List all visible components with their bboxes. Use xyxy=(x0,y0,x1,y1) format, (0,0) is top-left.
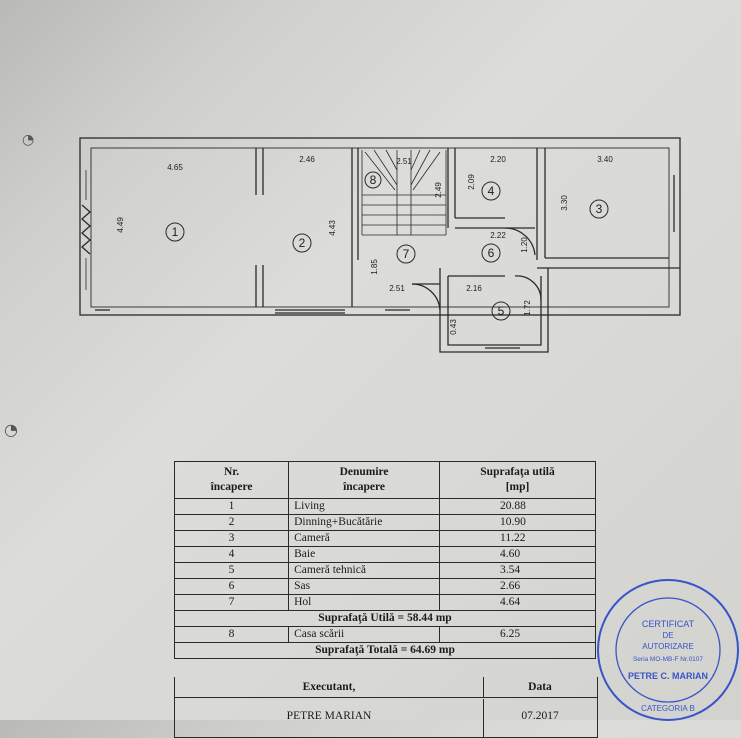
header-name: Denumire încapere xyxy=(288,461,441,499)
binder-hole-mark: ◔ xyxy=(22,132,35,148)
stamp-text: PETRE C. MARIAN xyxy=(628,671,708,681)
stamp-text: AUTORIZARE xyxy=(642,642,693,651)
room-number: 7 xyxy=(403,247,410,261)
stamp-text: Seria MO-MB-F Nr.0107 xyxy=(633,656,703,663)
header-area: Suprafaţa utilă [mp] xyxy=(439,461,596,499)
dimension-label: 2.22 xyxy=(490,231,506,240)
stamp-text: DE xyxy=(662,631,673,640)
floor-plan: 1 2 3 4 5 6 7 8 4.65 4.49 2.46 4.43 2.51… xyxy=(79,137,681,353)
dimension-label: 3.40 xyxy=(597,155,613,164)
date-value: 07.2017 xyxy=(521,710,559,722)
room-number: 2 xyxy=(299,236,306,250)
dimension-label: 0.43 xyxy=(449,319,458,335)
dimension-label: 2.51 xyxy=(389,284,405,293)
room-2-marker xyxy=(292,233,312,253)
room-number: 8 xyxy=(370,173,377,187)
binder-hole-mark: ◔ xyxy=(4,420,18,439)
room-number: 5 xyxy=(498,304,505,318)
authorization-stamp: CERTIFICAT DE AUTORIZARE Seria MO-MB-F N… xyxy=(597,579,739,721)
room-number: 6 xyxy=(488,246,495,260)
room-7-marker xyxy=(396,244,416,264)
room-8-marker xyxy=(364,171,382,189)
dimension-label: 1.72 xyxy=(523,300,532,316)
stamp-text: CERTIFICAT xyxy=(642,619,695,629)
dimension-label: 2.46 xyxy=(299,155,315,164)
stamp-text: CATEGORIA B xyxy=(641,704,695,713)
room-4-marker xyxy=(481,181,501,201)
dimension-label: 2.20 xyxy=(490,155,506,164)
dimension-label: 1.20 xyxy=(520,237,529,253)
dimension-label: 4.49 xyxy=(116,217,125,233)
dimension-label: 2.09 xyxy=(467,174,476,190)
header-nr: Nr. încapere xyxy=(173,461,290,499)
room-area-table: Nr. încapere Denumire încapere Suprafaţa… xyxy=(173,461,596,659)
room-5-marker xyxy=(491,301,511,321)
dimension-label: 1.85 xyxy=(370,259,379,275)
useful-area-total-row: Suprafaţă Utilă = 58.44 mp xyxy=(174,610,596,627)
room-3-marker xyxy=(589,199,609,219)
total-area-row: Suprafaţă Totală = 64.69 mp xyxy=(174,642,596,659)
plan-outer-wall xyxy=(79,137,681,316)
dimension-label: 3.30 xyxy=(560,195,569,211)
dimension-label: 4.43 xyxy=(328,220,337,236)
room-6-marker xyxy=(481,243,501,263)
room-number: 1 xyxy=(172,225,179,239)
executant-label: Executant, xyxy=(175,677,484,698)
room-number: 4 xyxy=(488,184,495,198)
dimension-label: 2.49 xyxy=(434,182,443,198)
dimension-label: 2.51 xyxy=(396,157,412,166)
room-1-marker xyxy=(165,222,185,242)
dimension-label: 2.16 xyxy=(466,284,482,293)
executant-value: PETRE MARIAN xyxy=(175,699,484,737)
executant-block: Executant, Data PETRE MARIAN 07.2017 xyxy=(174,677,598,738)
date-label: Data xyxy=(483,677,597,698)
document-sheet: ◔ ◔ xyxy=(4,132,739,738)
dimension-label: 4.65 xyxy=(167,163,183,172)
room-number: 3 xyxy=(596,202,603,216)
